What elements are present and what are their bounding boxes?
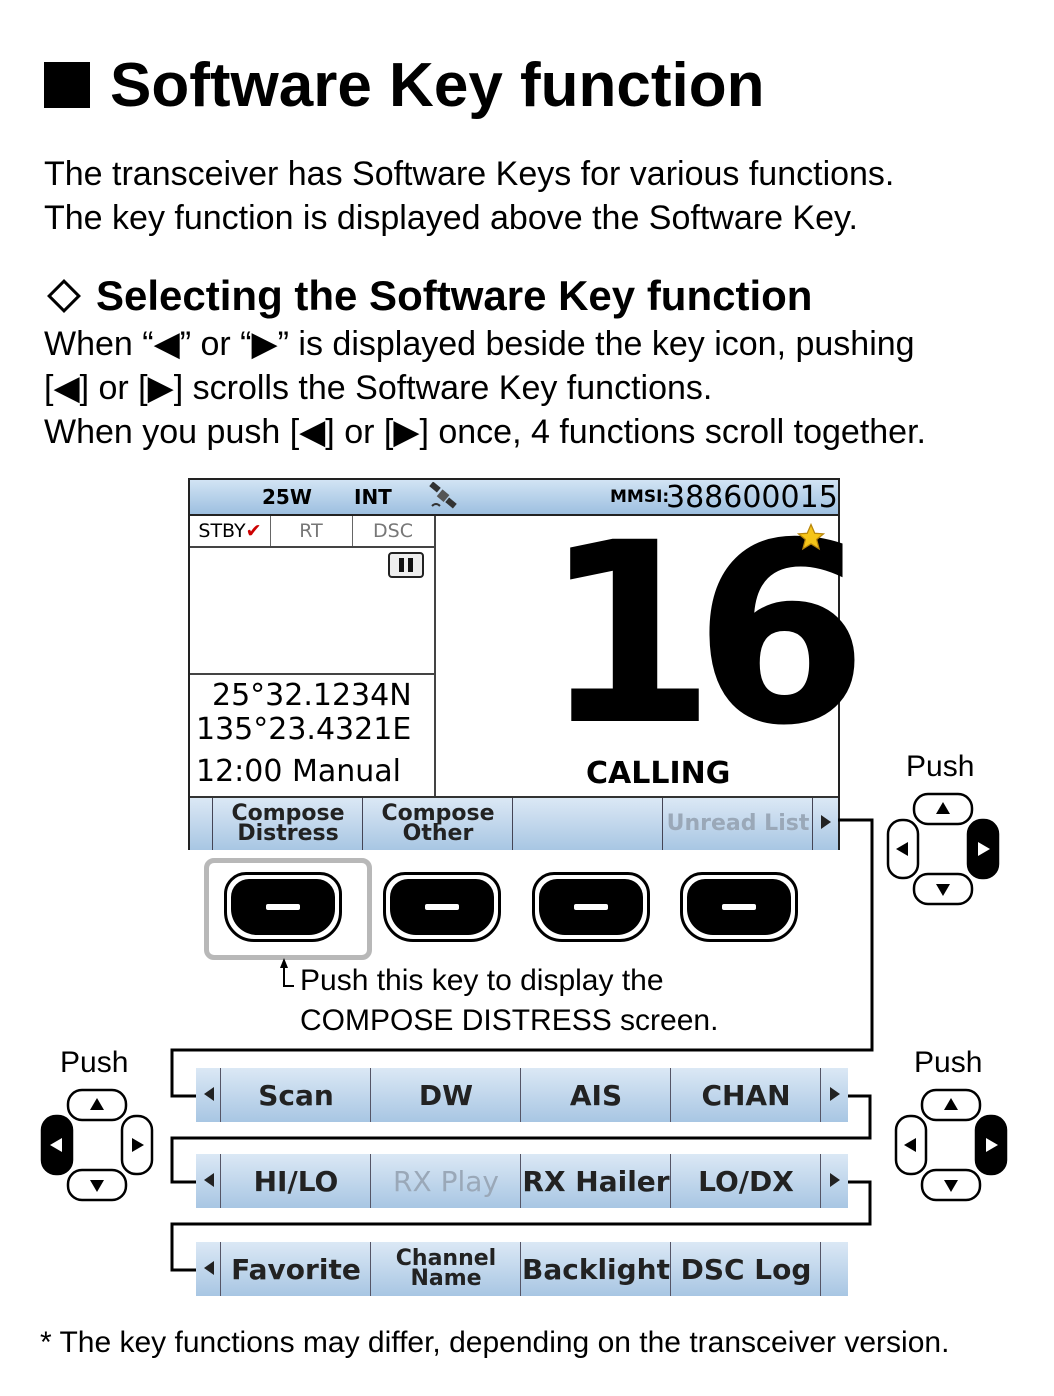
dpad-left-icon [40, 1088, 154, 1202]
mode-tabs: STBY✔ RT DSC [190, 516, 434, 548]
mode-rt: RT [270, 516, 353, 546]
body-line-2: [◀] or [▶] scrolls the Software Key func… [44, 369, 713, 407]
software-key-4[interactable] [680, 872, 798, 942]
time-mode: 12:00 Manual [196, 754, 402, 789]
softkey-dw[interactable]: DW [370, 1068, 521, 1122]
right-arrow-icon [830, 1173, 840, 1187]
right-arrow-icon [830, 1087, 840, 1101]
status-bar: 25W INT MMSI: 388600015 [190, 480, 838, 516]
softkey-row-3: Favorite Channel Name Backlight DSC Log [196, 1242, 848, 1296]
pause-icon [388, 552, 424, 578]
page-title-text: Software Key function [110, 51, 765, 120]
body-line-3: When you push [◀] or [▶] once, 4 functio… [44, 413, 926, 451]
softkey-dsc-log[interactable]: DSC Log [670, 1242, 821, 1296]
softkey-empty [512, 798, 663, 850]
push-label-right: Push [914, 1046, 983, 1079]
key-note-line-1: Push this key to display the [300, 964, 664, 997]
footnote: * The key functions may differ, dependin… [40, 1326, 950, 1359]
mmsi-label: MMSI: [610, 487, 670, 507]
push-label-top: Push [906, 750, 975, 783]
softkey-channel-name[interactable]: Channel Name [370, 1242, 521, 1296]
gps-satellite-icon [429, 482, 457, 509]
antenna-indicator: INT [354, 485, 392, 509]
softkey-favorite[interactable]: Favorite [220, 1242, 371, 1296]
push-label-left: Push [60, 1046, 129, 1079]
right-arrow-icon [821, 815, 831, 829]
mmsi-value: 388600015 [666, 480, 838, 515]
longitude: 135°23.4321E [196, 712, 412, 747]
section-heading-text: Selecting the Software Key function [96, 272, 813, 319]
channel-name: CALLING [586, 756, 731, 791]
latitude: 25°32.1234N [212, 678, 412, 713]
softkey-lo-dx[interactable]: LO/DX [670, 1154, 821, 1208]
lcd-screen: 25W INT MMSI: 388600015 STBY✔ RT DSC 25°… [188, 478, 868, 850]
key-note-line-2: COMPOSE DISTRESS screen. [300, 1004, 719, 1037]
software-key-1[interactable] [224, 872, 342, 942]
left-arrow-icon [204, 1173, 214, 1187]
softkey-row-1: Scan DW AIS CHAN [196, 1068, 848, 1122]
dash-icon [574, 904, 608, 910]
softkey-compose-distress: Compose Distress [212, 798, 363, 850]
softkey-unread-list: Unread List [662, 798, 813, 850]
softkey-scan[interactable]: Scan [220, 1068, 371, 1122]
intro-line-1: The transceiver has Software Keys for va… [44, 155, 895, 193]
up-arrow-icon [280, 958, 294, 987]
favorite-star-icon [796, 522, 826, 551]
softkey-row-2: HI/LO RX Play RX Hailer LO/DX [196, 1154, 848, 1208]
dpad-right-icon [886, 792, 1000, 906]
mode-stby: STBY✔ [190, 516, 271, 546]
softkey-chan[interactable]: CHAN [670, 1068, 821, 1122]
dash-icon [266, 904, 300, 910]
check-icon: ✔ [245, 520, 262, 542]
page-title: Software Key function [44, 50, 765, 121]
dash-icon [722, 904, 756, 910]
key-highlight [204, 858, 372, 960]
left-arrow-icon [204, 1087, 214, 1101]
softkey-rx-play[interactable]: RX Play [370, 1154, 521, 1208]
softkey-bar: Compose Distress Compose Other Unread Li… [190, 796, 838, 850]
section-heading: Selecting the Software Key function [44, 272, 812, 320]
power-indicator: 25W [262, 485, 312, 509]
dpad-right-icon-2 [894, 1088, 1008, 1202]
softkey-rx-hailer[interactable]: RX Hailer [520, 1154, 671, 1208]
software-key-2[interactable] [383, 872, 501, 942]
mode-dsc: DSC [373, 520, 413, 542]
left-arrow-icon [204, 1261, 214, 1275]
intro-line-2: The key function is displayed above the … [44, 199, 858, 237]
softkey-backlight[interactable]: Backlight [520, 1242, 671, 1296]
square-bullet-icon [44, 62, 90, 108]
softkey-compose-other: Compose Other [362, 798, 513, 850]
body-line-1: When “◀” or “▶” is displayed beside the … [44, 325, 915, 363]
software-key-3[interactable] [532, 872, 650, 942]
softkey-hi-lo[interactable]: HI/LO [220, 1154, 371, 1208]
softkey-ais[interactable]: AIS [520, 1068, 671, 1122]
dash-icon [425, 904, 459, 910]
channel-number: 16 [542, 489, 868, 780]
